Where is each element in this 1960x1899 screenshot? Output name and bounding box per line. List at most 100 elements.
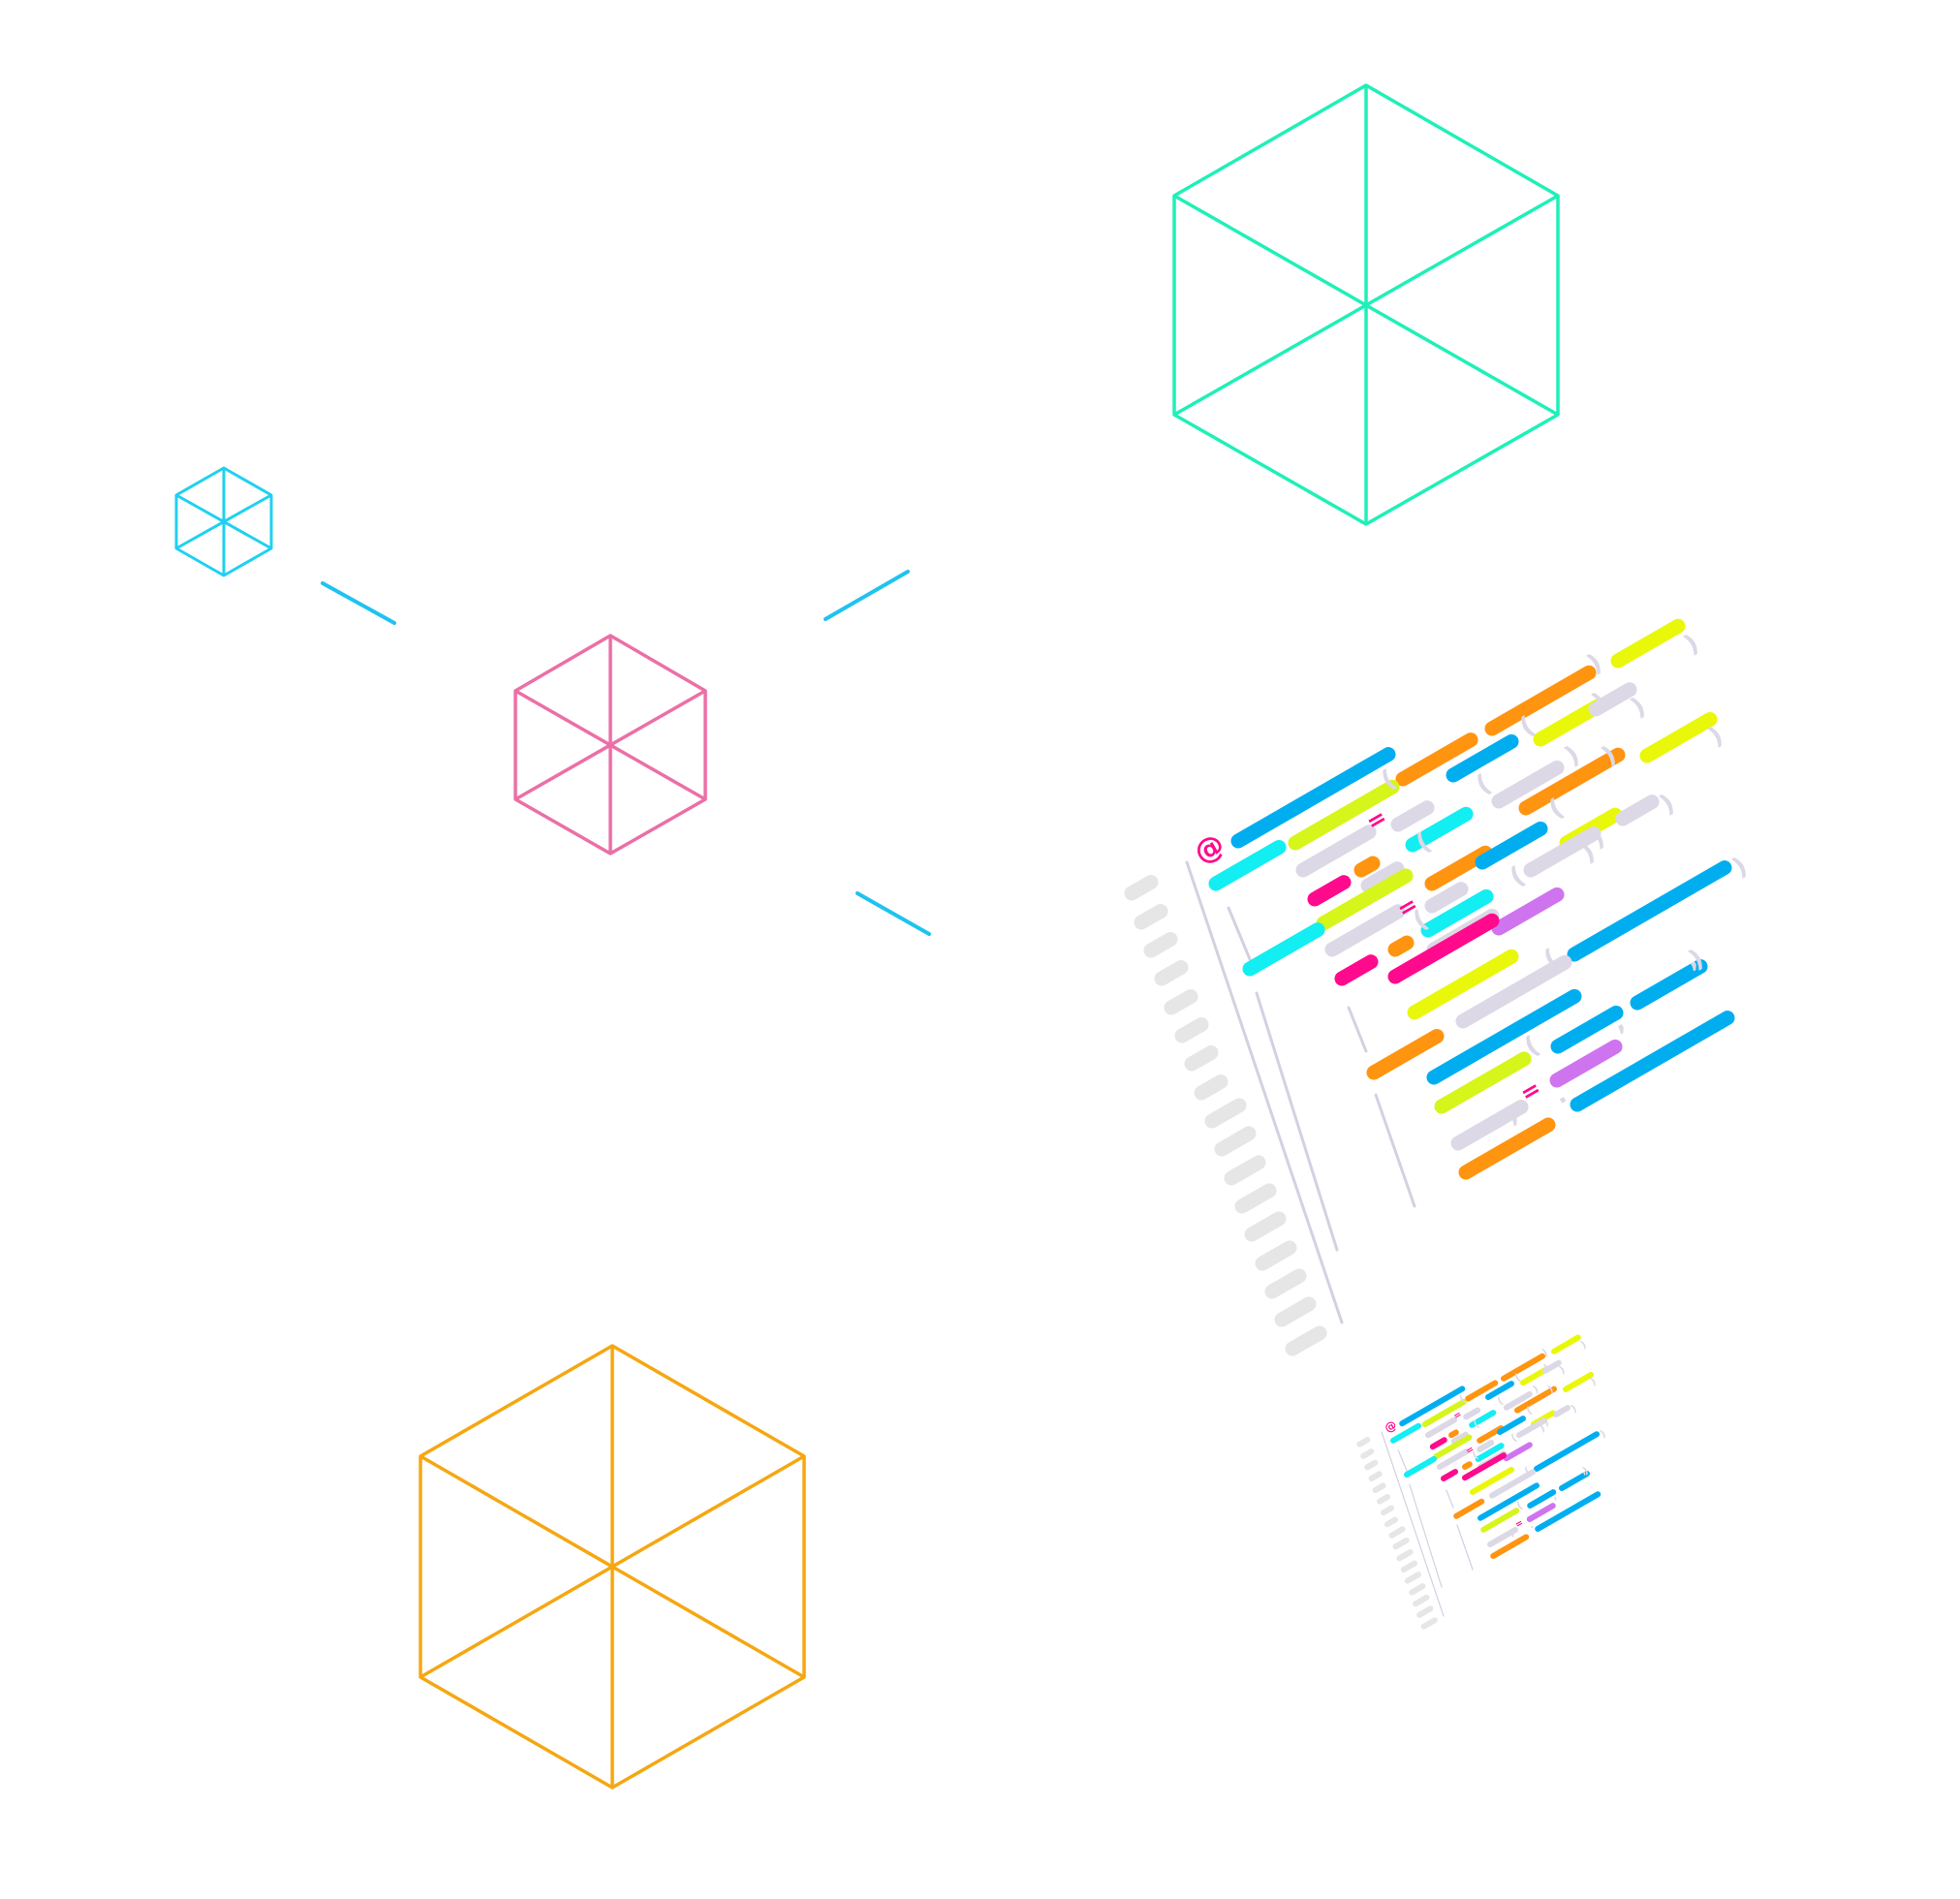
code-token — [1404, 1455, 1438, 1479]
code-token — [1360, 861, 1405, 893]
code-punctuation: ) — [1581, 1465, 1591, 1478]
code-token — [1497, 1416, 1527, 1436]
code-token — [1553, 1405, 1571, 1418]
code-punctuation: ) — [1546, 1384, 1556, 1396]
line-number-mark — [1214, 1126, 1257, 1157]
code-token — [1463, 1407, 1481, 1420]
code-token — [1316, 868, 1414, 931]
code-token — [1295, 825, 1377, 878]
code-punctuation: ( — [1457, 1393, 1467, 1406]
line-number-mark — [1174, 1016, 1209, 1043]
code-at-sign-icon: @ — [1189, 827, 1230, 871]
indent-guide — [1185, 860, 1344, 1324]
line-number-mark — [1255, 1240, 1297, 1271]
code-punctuation: ( — [1515, 1500, 1525, 1512]
code-token — [1570, 1011, 1735, 1112]
line-number-mark — [1396, 1548, 1414, 1562]
code-token — [1567, 860, 1732, 962]
code-token — [1458, 1117, 1556, 1180]
line-number-mark — [1377, 1493, 1391, 1505]
line-number-mark — [1164, 988, 1198, 1015]
connector-line-1 — [321, 581, 396, 625]
code-token — [1425, 1416, 1458, 1439]
code-punctuation: ( — [1515, 711, 1540, 742]
code-token — [1475, 821, 1548, 870]
line-number-mark — [1154, 959, 1189, 986]
code-token — [1518, 747, 1626, 816]
code-token — [1434, 1051, 1532, 1114]
code-punctuation: ) — [1538, 1422, 1547, 1435]
line-number-mark — [1388, 1526, 1406, 1539]
code-token — [1208, 839, 1287, 891]
code-token — [1288, 779, 1400, 851]
code-token — [1387, 935, 1415, 957]
code-punctuation: ( — [1471, 1449, 1480, 1462]
indent-guide — [1409, 1483, 1443, 1588]
code-token — [1503, 1390, 1533, 1411]
code-token — [1489, 1469, 1537, 1499]
code-token — [1426, 988, 1582, 1085]
cube-wireframe-icon-orange — [419, 1344, 806, 1790]
code-token — [1534, 1431, 1601, 1473]
code-token — [1470, 1466, 1515, 1496]
indent-guide — [1227, 906, 1252, 961]
code-token — [1588, 682, 1637, 717]
line-number-mark — [1372, 1482, 1386, 1494]
code-token — [1550, 1005, 1624, 1054]
code-token — [1551, 1334, 1581, 1354]
code-punctuation: . — [1527, 1519, 1536, 1531]
code-punctuation: ) — [1680, 629, 1704, 660]
code-token — [1307, 875, 1352, 907]
indent-guide — [1397, 1449, 1408, 1472]
code-punctuation: , — [1508, 1527, 1516, 1539]
line-number-mark — [1384, 1516, 1399, 1528]
code-token — [1559, 1470, 1591, 1492]
line-number-mark — [1404, 1572, 1422, 1584]
code-punctuation: ( — [1509, 1432, 1519, 1445]
code-token — [1455, 954, 1572, 1029]
code-token — [1324, 904, 1406, 957]
code-punctuation: ( — [1525, 1405, 1535, 1417]
code-token — [1639, 711, 1718, 763]
code-token — [1450, 1099, 1529, 1151]
line-number-mark — [1143, 931, 1178, 958]
code-punctuation: ( — [1513, 1372, 1523, 1385]
line-number-mark — [1413, 1594, 1430, 1607]
code-token — [1477, 1440, 1495, 1453]
line-number-mark — [1416, 1605, 1434, 1618]
code-token — [1437, 1448, 1470, 1471]
code-token — [1491, 887, 1565, 936]
cube-wireframe-icon-small — [174, 466, 273, 577]
code-token — [1390, 800, 1435, 832]
code-token — [1478, 1482, 1540, 1521]
code-token — [1549, 1039, 1623, 1088]
code-token — [1475, 1443, 1505, 1463]
code-token — [1433, 1434, 1473, 1460]
code-punctuation: ) — [1579, 1339, 1589, 1352]
cube-wireframe-icon-green — [1172, 83, 1560, 526]
code-token — [1462, 1452, 1508, 1481]
code-token — [1501, 1353, 1546, 1382]
indent-guide — [1381, 1431, 1445, 1617]
code-token — [1446, 733, 1519, 783]
indent-guide — [1374, 1093, 1416, 1208]
line-number-mark — [1368, 1471, 1383, 1482]
code-token — [1420, 888, 1494, 938]
code-token — [1477, 1425, 1505, 1444]
line-number-mark — [1360, 1448, 1375, 1459]
code-token — [1485, 1381, 1515, 1401]
line-number-mark — [1400, 1560, 1418, 1573]
line-number-mark — [1134, 903, 1168, 930]
code-punctuation: ) — [1589, 1376, 1599, 1388]
line-number-mark — [1234, 1183, 1277, 1214]
line-number-mark — [1224, 1155, 1266, 1186]
code-token — [1469, 1410, 1497, 1428]
code-punctuation: ) — [1540, 1347, 1550, 1359]
indent-guide — [1446, 1489, 1454, 1509]
line-number-mark — [1184, 1044, 1219, 1072]
code-punctuation: ) — [1541, 1416, 1551, 1429]
indent-guide — [1456, 1524, 1474, 1571]
code-token — [1453, 1498, 1485, 1519]
code-punctuation: ) — [1542, 1362, 1552, 1375]
connector-line-3 — [856, 891, 931, 936]
